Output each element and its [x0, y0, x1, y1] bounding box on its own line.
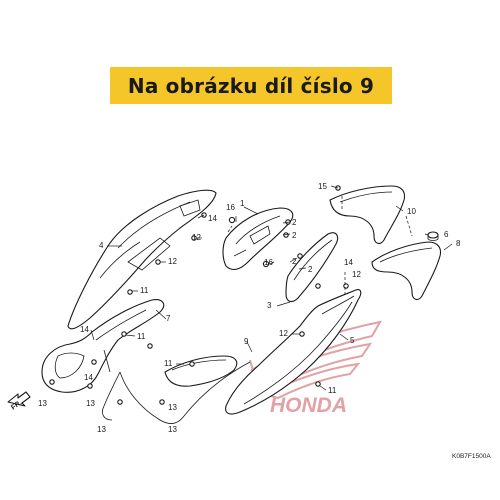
callout-12: 12 [352, 270, 361, 279]
part-4-side-cover [67, 189, 217, 330]
callout-16: 16 [264, 258, 273, 267]
callout-2: 2 [292, 218, 297, 227]
callout-1: 1 [240, 199, 245, 208]
callout-6: 6 [444, 230, 449, 239]
callout-13: 13 [168, 425, 177, 434]
callout-11: 11 [328, 386, 337, 395]
callout-13: 13 [86, 399, 95, 408]
callout-14: 14 [80, 325, 89, 334]
callout-12: 12 [168, 257, 177, 266]
leader-lines [90, 185, 453, 391]
callout-14: 14 [84, 373, 93, 382]
grommet-6 [427, 231, 439, 241]
fasteners [49, 185, 349, 405]
callout-9: 9 [244, 337, 249, 346]
front-arrow: FR. [7, 391, 31, 412]
callout-8: 8 [456, 239, 461, 248]
callout-13: 13 [168, 403, 177, 412]
honda-watermark-text: HONDA [270, 394, 347, 417]
part-3-inner-cover [285, 232, 339, 303]
diagram-code: K0B7F1500A [452, 453, 491, 460]
part-8-rear-cover [371, 241, 442, 301]
part-number-banner: Na obrázku díl číslo 9 [110, 67, 392, 104]
callout-13: 13 [97, 425, 106, 434]
callout-2: 2 [292, 257, 297, 266]
callout-10: 10 [407, 207, 416, 216]
part-7-floor-step [41, 299, 165, 393]
callout-12: 12 [192, 233, 201, 242]
callout-2: 2 [308, 265, 313, 274]
callout-11: 11 [164, 359, 173, 368]
callout-11: 11 [137, 332, 146, 341]
callout-14: 14 [208, 214, 217, 223]
callout-4: 4 [99, 241, 104, 250]
callout-5: 5 [350, 336, 355, 345]
part-10-grab-cover [329, 185, 406, 245]
callout-2: 2 [292, 231, 297, 240]
callout-3: 3 [267, 301, 272, 310]
callout-11: 11 [140, 286, 149, 295]
part-5-body-cover [225, 289, 362, 415]
callout-12: 12 [279, 329, 288, 338]
callout-13: 13 [38, 399, 47, 408]
part-1-center-cover [222, 207, 294, 271]
callout-14: 14 [344, 258, 353, 267]
callout-7: 7 [166, 314, 171, 323]
part-9-lower-skirt [102, 355, 251, 424]
callout-labels: 1 2 2 2 2 3 4 5 6 7 8 9 10 11 11 11 11 1… [38, 182, 461, 434]
callout-16: 16 [226, 203, 235, 212]
callout-15: 15 [318, 182, 327, 191]
banner-text: Na obrázku díl číslo 9 [127, 73, 375, 98]
